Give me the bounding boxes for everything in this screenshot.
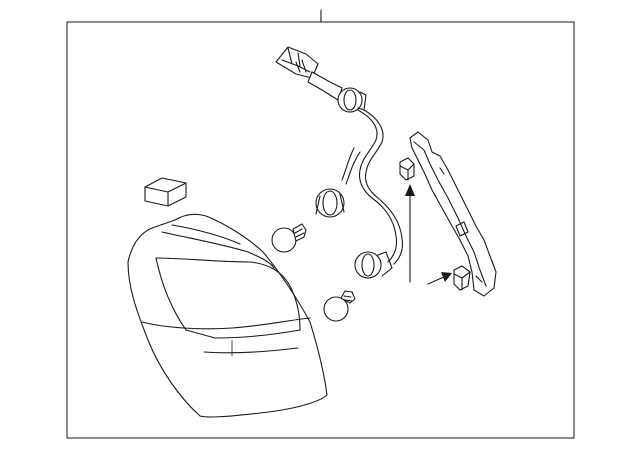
clip-upper	[399, 157, 415, 181]
tail-lamp-assembly	[127, 213, 328, 418]
arrow-clip-lower	[427, 272, 452, 285]
lamp-gasket	[409, 131, 497, 297]
lamp-pad	[144, 177, 187, 207]
diagram-frame	[66, 21, 575, 439]
socket-and-wire-harness	[275, 46, 404, 279]
arrow-clip-upper	[405, 184, 415, 283]
clip-lower	[453, 265, 471, 291]
bulb-lower	[323, 290, 356, 322]
bulb-upper	[271, 223, 307, 253]
